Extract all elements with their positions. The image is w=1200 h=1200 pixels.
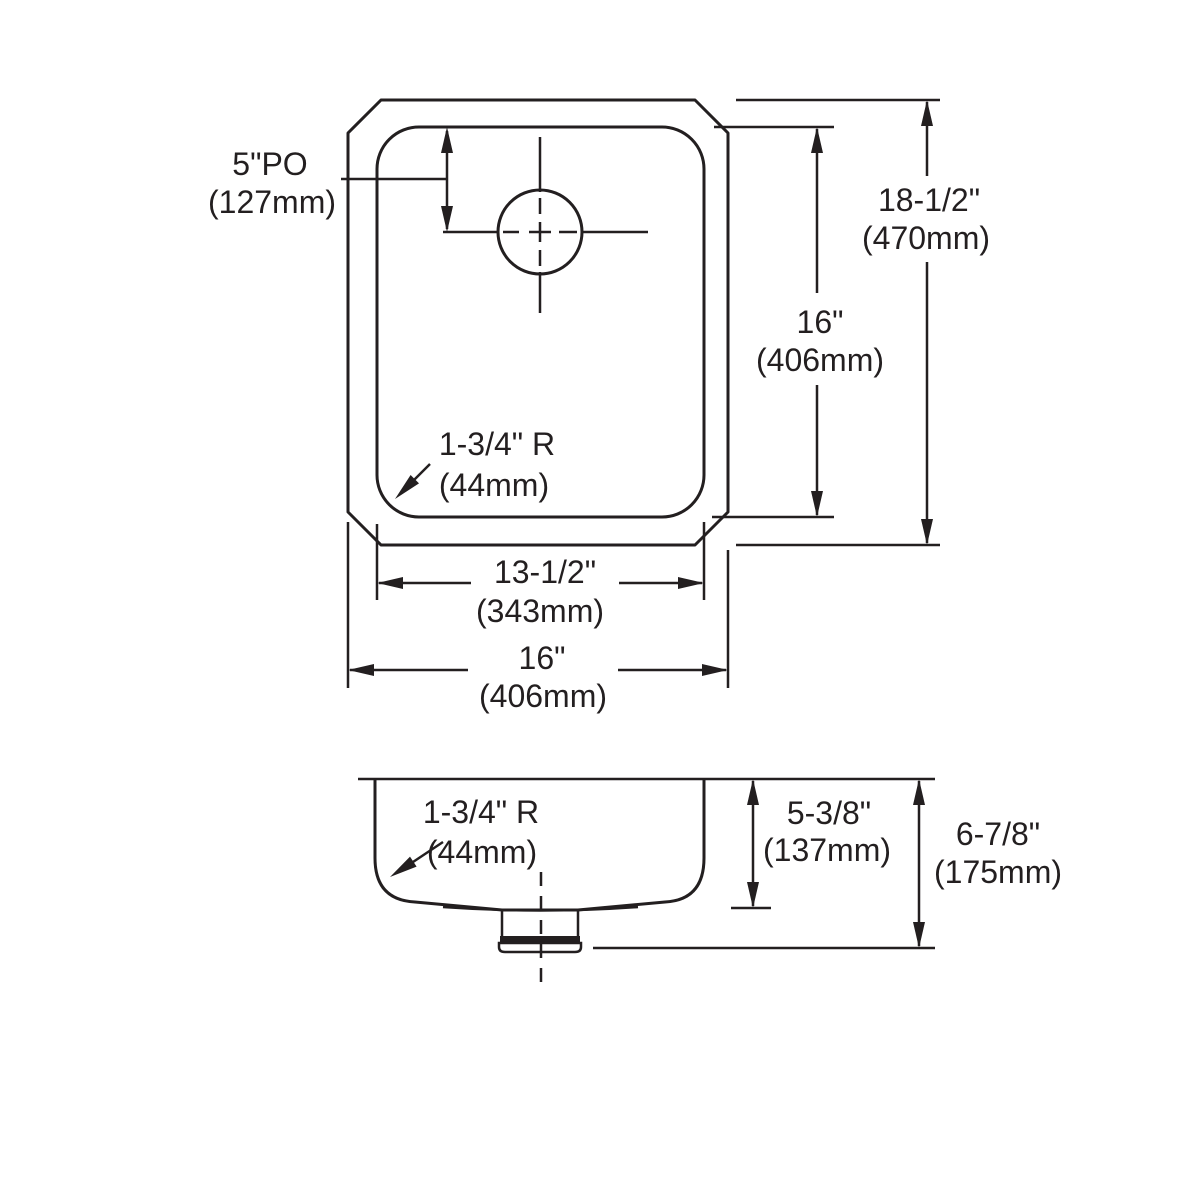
radius-label-line1: 1-3/4" R <box>439 426 555 462</box>
bowl-width-arrow-right <box>678 577 704 589</box>
overall-length-label-line2: (470mm) <box>862 220 990 256</box>
bowl-depth-arrow-down <box>747 882 759 908</box>
overall-length-label-line1: 18-1/2" <box>878 182 980 218</box>
bowl-length-label-line1: 16" <box>797 304 844 340</box>
overall-width-arrow-left <box>348 664 374 676</box>
po-arrow-up <box>441 127 453 153</box>
dimension-bowl-depth: 5-3/8" (137mm) <box>731 779 891 910</box>
bowl-width-label-line1: 13-1/2" <box>494 554 596 590</box>
overall-length-arrow-down <box>921 519 933 545</box>
bowl-depth-label-line1: 5-3/8" <box>787 795 871 831</box>
po-label-line2: (127mm) <box>208 184 336 220</box>
dimension-bowl-width: 13-1/2" (343mm) <box>377 551 704 633</box>
bowl-length-arrow-down <box>811 491 823 517</box>
side-view: 1-3/4" R (44mm) 5-3/8" (137mm) 6-7/8" (1… <box>358 777 1062 982</box>
bowl-bottom-inner-line <box>442 905 639 912</box>
dimension-overall-length: 18-1/2" (470mm) <box>856 100 998 545</box>
bowl-width-label-line2: (343mm) <box>476 593 604 629</box>
callout-corner-radius-side: 1-3/4" R (44mm) <box>390 794 539 877</box>
dimension-punched-opening: 5"PO (127mm) <box>208 127 453 232</box>
bowl-width-arrow-left <box>377 577 403 589</box>
po-arrow-down <box>441 206 453 232</box>
bowl-length-label-line2: (406mm) <box>756 342 884 378</box>
bowl-depth-label-line2: (137mm) <box>763 832 891 868</box>
drain-fitting <box>497 872 583 982</box>
callout-corner-radius-top: 1-3/4" R (44mm) <box>395 426 555 503</box>
radius-side-label-line1: 1-3/4" R <box>423 794 539 830</box>
bowl-depth-arrow-up <box>747 779 759 805</box>
bowl-length-arrow-up <box>811 127 823 153</box>
sink-outer-rim <box>346 98 730 547</box>
overall-depth-arrow-up <box>913 779 925 805</box>
radius-leader-arrow <box>395 475 419 499</box>
radius-side-label-line2: (44mm) <box>427 834 537 870</box>
overall-depth-arrow-down <box>913 922 925 948</box>
drain-walls <box>500 910 580 936</box>
overall-depth-label-line1: 6-7/8" <box>956 816 1040 852</box>
radius-leader-arrow-side <box>390 856 417 877</box>
po-label-line1: 5"PO <box>232 146 307 182</box>
overall-depth-label-line2: (175mm) <box>934 854 1062 890</box>
drain-band <box>500 936 580 943</box>
overall-width-label-line1: 16" <box>519 640 566 676</box>
dimension-bowl-length: 16" (406mm) <box>753 127 887 517</box>
dimension-overall-depth: 6-7/8" (175mm) <box>593 779 1062 950</box>
overall-length-arrow-up <box>921 100 933 126</box>
sink-bowl-outline <box>375 125 706 519</box>
overall-width-label-line2: (406mm) <box>479 678 607 714</box>
top-view: 5"PO (127mm) 16" (406mm) 18-1/2" (470mm) <box>208 98 998 718</box>
dimension-overall-width: 16" (406mm) <box>348 640 728 718</box>
overall-width-arrow-right <box>702 664 728 676</box>
radius-label-line2: (44mm) <box>439 467 549 503</box>
